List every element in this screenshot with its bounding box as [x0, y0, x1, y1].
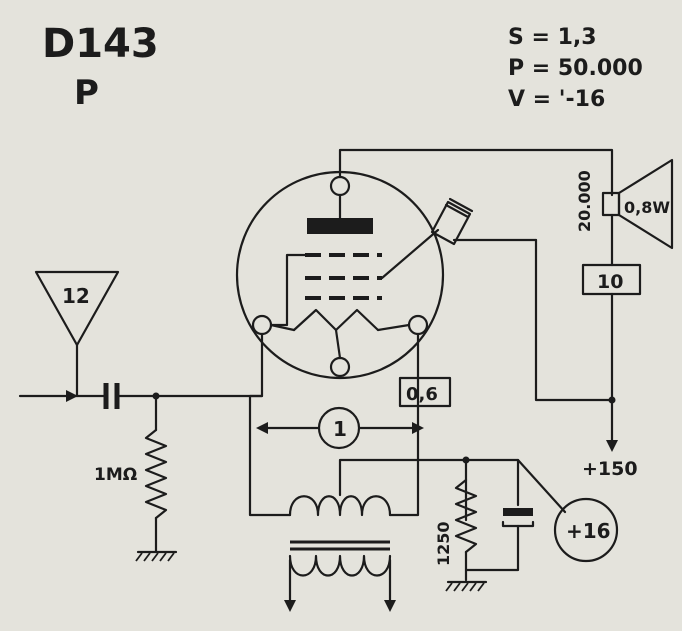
filament-current-circle	[317, 406, 361, 450]
pin-right	[407, 314, 429, 336]
antenna-icon	[34, 270, 120, 347]
anode-wire	[338, 148, 614, 197]
filament-center-lead	[334, 328, 342, 360]
supply-label: +150	[582, 458, 638, 480]
bypass-capacitor	[503, 508, 533, 516]
filament-wire-left	[248, 332, 292, 517]
bypass-cap-ground-wire	[464, 524, 520, 572]
grid-electrodes	[305, 253, 382, 300]
bypass-cap-wire	[464, 458, 520, 507]
bias-lead	[516, 458, 567, 514]
antenna-label: 12	[62, 284, 90, 308]
ground-icon	[135, 550, 178, 562]
spec-s: S = 1,3	[508, 25, 597, 50]
screen-grid-wire	[534, 238, 614, 402]
junction-dot	[608, 396, 616, 404]
cathode-resistor-label: 1250	[434, 521, 453, 566]
transformer-icon	[288, 495, 392, 577]
screen-grid-lead	[380, 228, 440, 280]
filament-lead-left	[269, 323, 296, 332]
grid-resistor-label: 1MΩ	[94, 465, 137, 485]
pin-bottom	[329, 356, 351, 378]
bias-voltage-circle	[553, 497, 619, 563]
ground-icon	[445, 580, 488, 592]
current-arrow-right-icon	[412, 422, 424, 434]
anode-plate	[307, 218, 373, 234]
control-grid-lead	[269, 253, 307, 327]
secondary-arrow-left-icon	[284, 600, 296, 612]
filament-current-label: 1	[333, 417, 347, 441]
tube-title: D143	[42, 21, 159, 67]
pin-top	[329, 175, 351, 197]
secondary-arrow-right-icon	[384, 600, 396, 612]
filament-lead-right	[376, 323, 411, 332]
supply-arrow-icon	[606, 440, 618, 452]
spec-v: V = '-16	[508, 87, 605, 112]
grid-resistor	[144, 428, 168, 520]
filament-wire-right	[388, 332, 420, 517]
tube-subtitle: P	[74, 73, 99, 113]
speaker-power-label: 0,8W	[624, 198, 670, 217]
bias-voltage-label: +16	[566, 519, 611, 543]
cathode-resistor	[454, 478, 478, 554]
filament-voltage-label: 0,6	[406, 384, 438, 405]
current-arrow-left-icon	[256, 422, 268, 434]
filament-voltage-box	[398, 376, 452, 408]
pin-left	[251, 314, 273, 336]
speaker-impedance-label: 20.000	[575, 170, 594, 232]
input-arrow-icon	[66, 390, 78, 402]
center-tap-wire	[338, 458, 468, 522]
spec-p: P = 50.000	[508, 56, 643, 81]
grid-cap-icon	[430, 197, 538, 246]
filament	[292, 308, 380, 332]
coupling-capacitor	[103, 383, 120, 409]
anode-current-label: 10	[597, 271, 623, 293]
